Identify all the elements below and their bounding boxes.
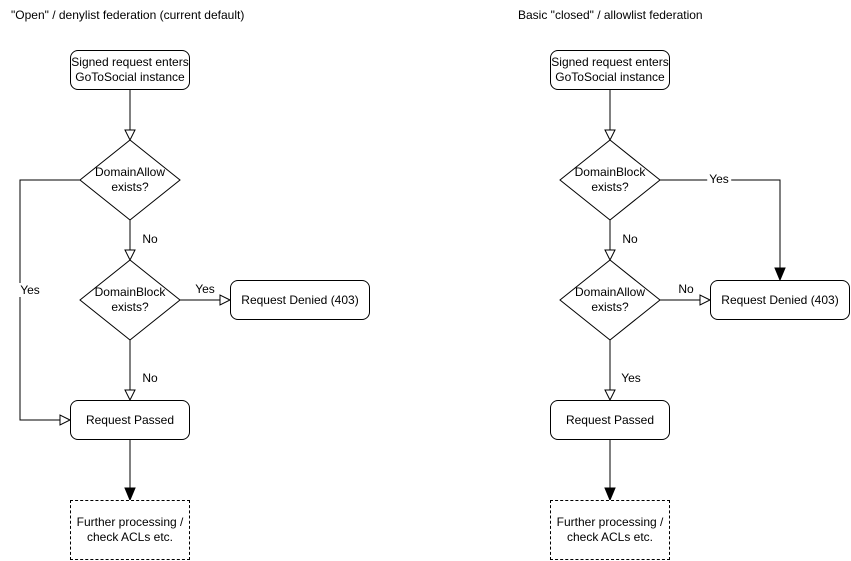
right-start-node: Signed request enters GoToSocial instanc… [550,50,670,90]
arrowhead-hollow-icon [604,249,616,262]
left-label-allow-yes: Yes [18,283,42,297]
arrowhead-hollow-icon [124,389,136,402]
left-label-block-no: No [140,371,160,385]
arrowhead-hollow-icon [604,129,616,142]
left-start-node: Signed request enters GoToSocial instanc… [70,50,190,90]
right-request-denied-node: Request Denied (403) [710,280,850,320]
arrowhead-hollow-icon [59,414,72,426]
left-label-block-yes: Yes [193,282,217,296]
edge-left-allow-yes-to-passed [19,179,80,421]
left-label-allow-no: No [140,232,160,246]
right-label-allow-yes: Yes [619,371,643,385]
right-decision-domainblock: DomainBlock exists? [574,165,646,194]
arrowhead-hollow-icon [699,294,712,306]
decision-diamond-shape [559,139,661,221]
left-decision-domainallow: DomainAllow exists? [94,165,166,194]
left-further-processing-node: Further processing / check ACLs etc. [70,500,190,560]
arrowhead-hollow-icon [124,249,136,262]
right-chart-title: Basic "closed" / allowlist federation [518,8,703,22]
right-further-processing-node: Further processing / check ACLs etc. [550,500,670,560]
right-label-allow-no: No [676,282,696,296]
left-request-denied-node: Request Denied (403) [230,280,370,320]
left-chart-title: "Open" / denylist federation (current de… [11,8,245,22]
edge-right-block-yes-to-denied [660,179,781,268]
arrowhead-filled-icon [774,267,786,282]
left-request-passed-node: Request Passed [70,400,190,440]
arrowhead-hollow-icon [604,389,616,402]
arrowhead-hollow-icon [124,129,136,142]
right-label-block-no: No [620,232,640,246]
arrowhead-filled-icon [604,487,616,502]
left-decision-domainblock: DomainBlock exists? [94,285,166,314]
arrowhead-filled-icon [124,487,136,502]
decision-diamond-shape [79,259,181,341]
decision-diamond-shape [79,139,181,221]
arrowhead-hollow-icon [219,294,232,306]
right-label-block-yes: Yes [707,172,731,186]
right-decision-domainallow: DomainAllow exists? [574,285,646,314]
decision-diamond-shape [559,259,661,341]
right-request-passed-node: Request Passed [550,400,670,440]
